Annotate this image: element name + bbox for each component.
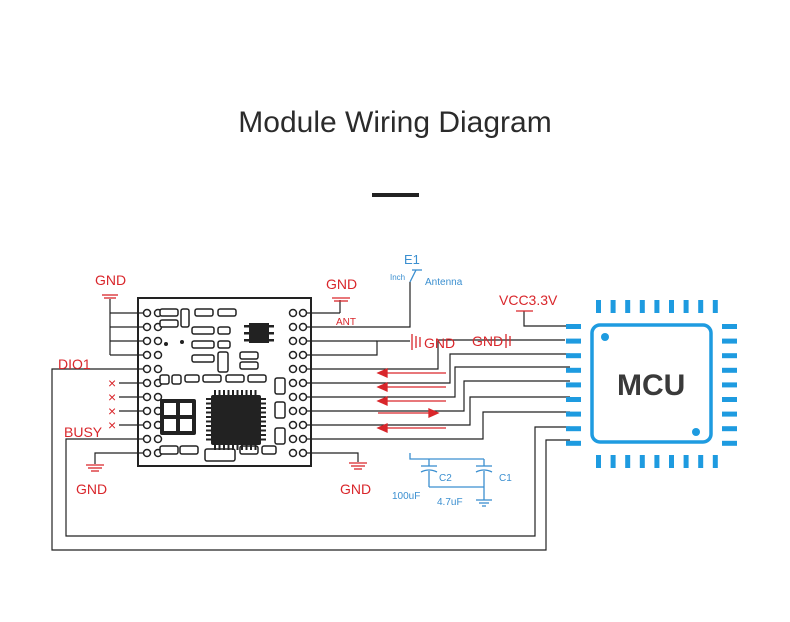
gnd-label: GND xyxy=(326,276,357,292)
gnd-label: GND xyxy=(472,333,503,349)
gnd-label: GND xyxy=(95,272,126,288)
vcc-label: VCC3.3V xyxy=(499,292,558,308)
c1-value: 4.7uF xyxy=(437,497,463,508)
capacitors xyxy=(409,453,493,507)
e1-label: E1 xyxy=(404,252,420,267)
mcu-chip xyxy=(566,300,737,468)
small-ic xyxy=(244,323,274,343)
signal-arrows xyxy=(376,367,446,434)
module-passives xyxy=(159,308,286,462)
page-title: Module Wiring Diagram xyxy=(238,106,552,139)
antenna-label: Antenna xyxy=(425,277,463,288)
c2-label: C2 xyxy=(439,473,452,484)
right-wiring xyxy=(307,282,570,462)
gnd-label: GND xyxy=(424,335,455,351)
busy-label: BUSY xyxy=(64,424,103,440)
nc-marker: × xyxy=(108,375,116,391)
c2-value: 100uF xyxy=(392,491,420,502)
mcu-label: MCU xyxy=(617,369,685,402)
lora-module xyxy=(137,297,312,467)
dio1-label: DIO1 xyxy=(58,356,91,372)
nc-markers: × × × × xyxy=(108,375,116,433)
inch-label: Inch xyxy=(390,273,405,282)
left-wiring xyxy=(51,299,570,551)
main-chip xyxy=(206,390,266,450)
antenna-icon xyxy=(409,269,422,283)
ant-label: ANT xyxy=(336,317,356,328)
nc-marker: × xyxy=(108,389,116,405)
gnd-label: GND xyxy=(340,481,371,497)
module-right-pads xyxy=(288,308,308,458)
c1-label: C1 xyxy=(499,473,512,484)
nc-marker: × xyxy=(108,417,116,433)
gnd-symbols xyxy=(86,294,533,472)
nc-marker: × xyxy=(108,403,116,419)
crystal xyxy=(160,399,196,435)
title-underline xyxy=(372,193,419,197)
module-left-pads xyxy=(142,308,163,458)
gnd-label: GND xyxy=(76,481,107,497)
